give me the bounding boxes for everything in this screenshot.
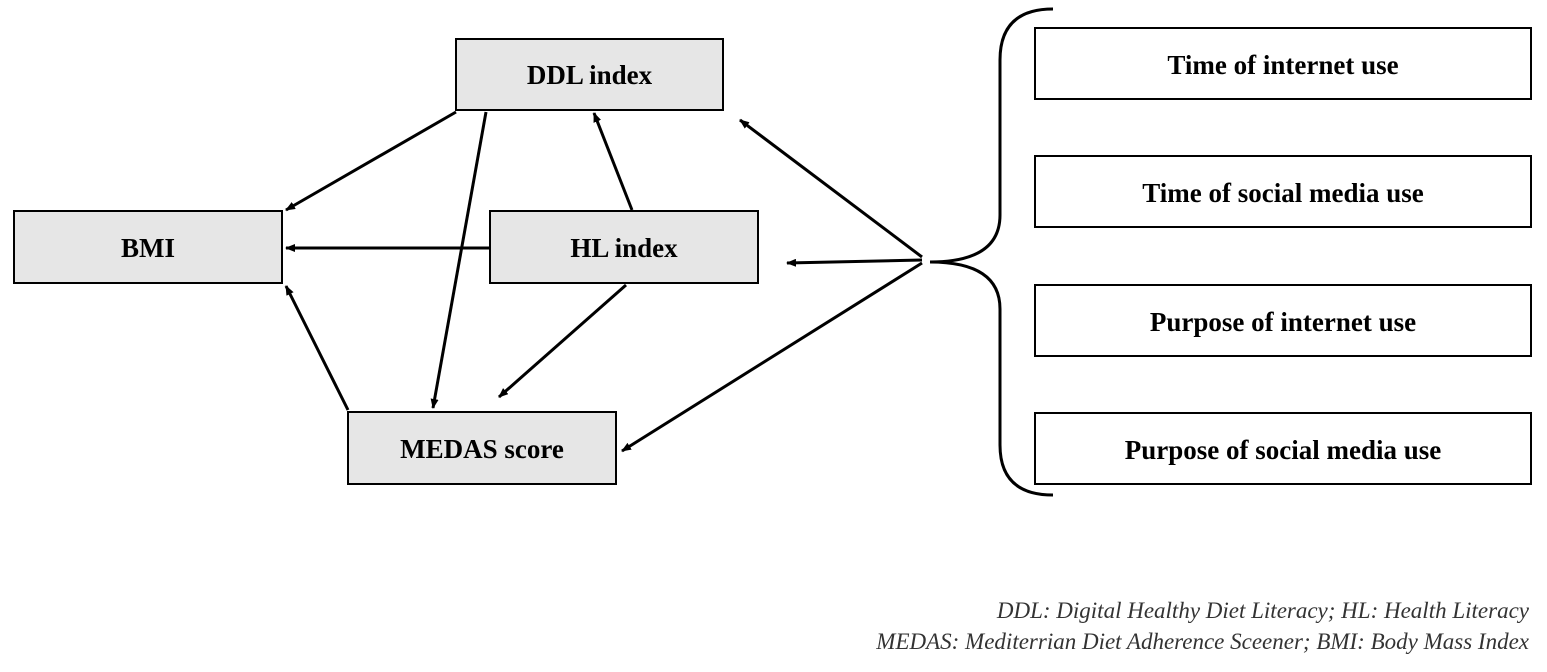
factor-time-social-media-label: Time of social media use: [1142, 178, 1423, 208]
node-hl-index: HL index: [489, 210, 759, 284]
arrow-medas-to-bmi: [284, 285, 350, 411]
factor-purpose-social-media-label: Purpose of social media use: [1125, 435, 1442, 465]
factor-time-social-media: Time of social media use: [1034, 155, 1532, 228]
legend-line-2: MEDAS: Mediterrian Diet Adherence Sceene…: [876, 629, 1529, 654]
factor-time-internet: Time of internet use: [1034, 27, 1532, 100]
node-hl-label: HL index: [570, 233, 678, 263]
arrow-hl-to-ddl: [592, 112, 634, 211]
legend-line-1: DDL: Digital Healthy Diet Literacy; HL: …: [996, 598, 1529, 623]
arrow-hl-to-medas: [498, 283, 627, 399]
arrow-ddl-to-medas: [430, 111, 488, 409]
arrow-factors-to-hl: [786, 258, 923, 267]
arrow-factors-to-ddl: [739, 118, 923, 259]
node-bmi: BMI: [13, 210, 283, 284]
factor-purpose-social-media: Purpose of social media use: [1034, 412, 1532, 485]
factor-time-internet-label: Time of internet use: [1167, 50, 1398, 80]
arrow-factors-to-medas: [621, 261, 923, 453]
node-ddl-label: DDL index: [527, 60, 653, 90]
node-bmi-label: BMI: [121, 233, 175, 263]
node-medas-label: MEDAS score: [400, 434, 564, 464]
curly-brace: [929, 7, 1054, 497]
arrow-ddl-to-bmi: [285, 110, 457, 212]
node-ddl-index: DDL index: [455, 38, 724, 111]
factor-purpose-internet: Purpose of internet use: [1034, 284, 1532, 357]
node-medas-score: MEDAS score: [347, 411, 617, 485]
factor-purpose-internet-label: Purpose of internet use: [1150, 307, 1416, 337]
